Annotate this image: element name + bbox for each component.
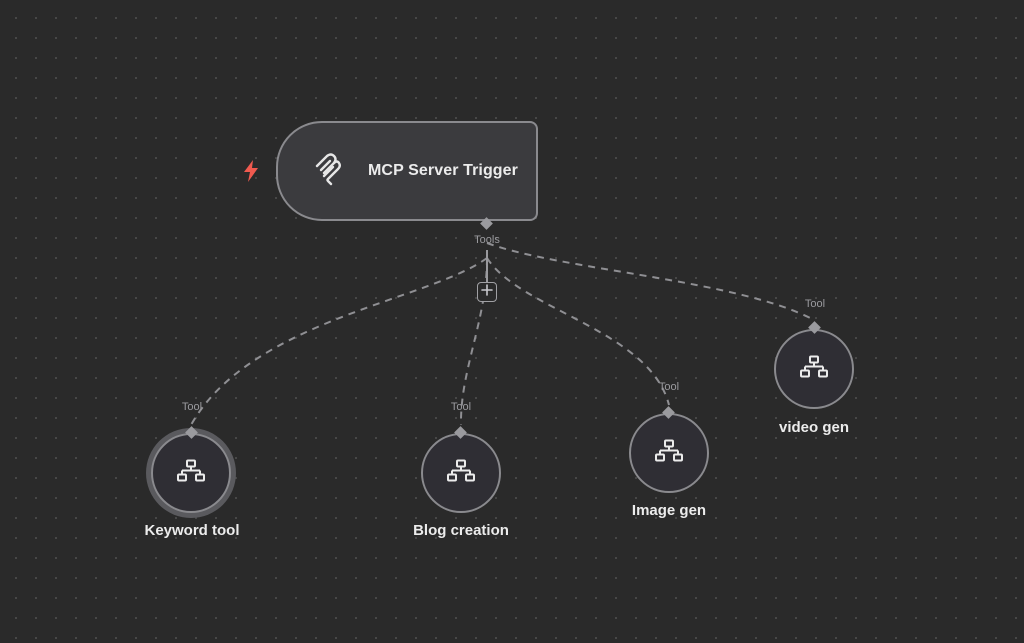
lightning-bolt-icon xyxy=(244,160,258,182)
video-gen-node[interactable] xyxy=(774,329,854,409)
network-icon xyxy=(176,459,206,488)
tool-connector-label: Tool xyxy=(450,401,472,413)
tool-label: Keyword tool xyxy=(144,522,240,539)
tool-connector-label: Tool xyxy=(181,401,203,413)
network-icon xyxy=(654,439,684,468)
tool-connector-label: Tool xyxy=(658,381,680,393)
connection-keyword-tool xyxy=(190,257,488,426)
keyword-tool-node[interactable] xyxy=(151,433,231,513)
mcp-logo-icon xyxy=(312,151,342,191)
plus-icon xyxy=(481,283,493,301)
tool-label: Image gen xyxy=(631,502,707,519)
mcp-server-trigger-node[interactable]: MCP Server Trigger xyxy=(276,121,538,221)
image-gen-node[interactable] xyxy=(629,413,709,493)
add-tool-button[interactable] xyxy=(477,282,497,302)
tool-connector-label: Tool xyxy=(804,298,826,310)
connection-blog-creation xyxy=(459,257,488,426)
blog-creation-node[interactable] xyxy=(421,433,501,513)
connection-image-gen xyxy=(486,257,670,406)
connection-video-gen xyxy=(486,242,815,321)
tools-output-label: Tools xyxy=(474,234,500,246)
node-title: MCP Server Trigger xyxy=(368,162,519,179)
network-icon xyxy=(446,459,476,488)
tool-label: video gen xyxy=(778,419,850,436)
network-icon xyxy=(799,355,829,384)
tool-label: Blog creation xyxy=(413,522,509,539)
